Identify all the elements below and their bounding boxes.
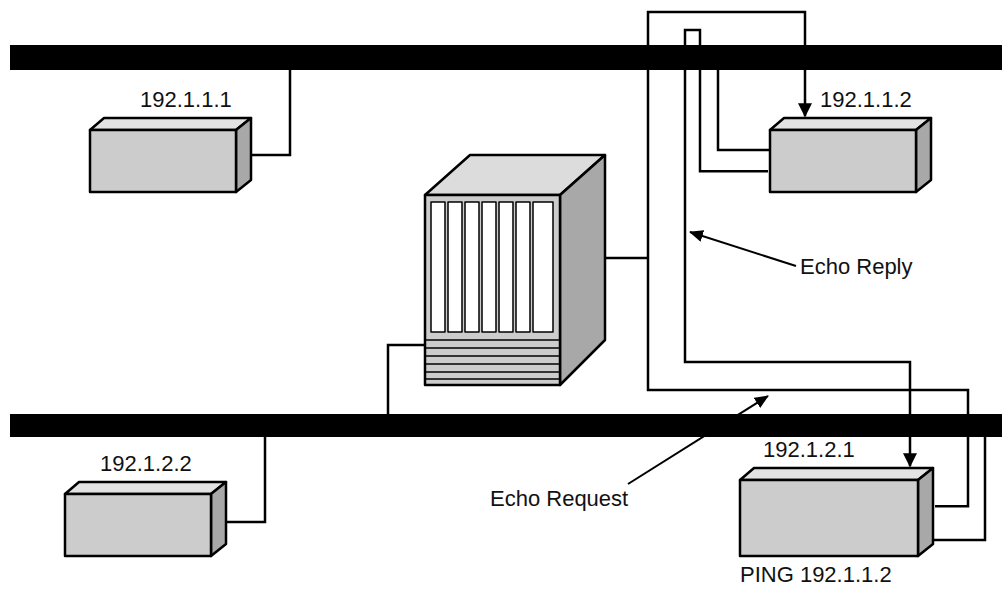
ip-address: 192.1.1.2 [820, 87, 912, 112]
host-box [738, 466, 935, 558]
host-wire [926, 437, 985, 540]
router-symbol [425, 155, 605, 385]
host-wire [718, 70, 770, 150]
host-computer-outline [88, 116, 253, 194]
packet-path [648, 12, 968, 506]
router-wire [388, 345, 425, 414]
host-computer: 192.1.1.1 [88, 87, 253, 194]
network-bus [10, 45, 1002, 70]
host-computer-outline [768, 116, 933, 194]
callout-label: Echo Request [490, 486, 628, 511]
network-bus [10, 414, 1002, 437]
host-computer: 192.1.1.2 [768, 87, 933, 194]
host-computer-outline [738, 466, 935, 558]
command-text: PING 192.1.1.2 [740, 562, 892, 587]
host-computer: 192.1.2.2 [63, 451, 228, 558]
host-box [88, 116, 253, 194]
host-box [768, 116, 933, 194]
host-computer: 192.1.2.1PING 192.1.1.2 [738, 437, 935, 588]
ip-address: 192.1.2.1 [763, 437, 855, 462]
host-computer-outline [63, 480, 228, 558]
leader-arrow [628, 396, 768, 484]
leader-arrow [690, 232, 796, 266]
host-box [63, 480, 228, 558]
ip-address: 192.1.1.1 [140, 87, 232, 112]
ip-address: 192.1.2.2 [100, 451, 192, 476]
callout-label: Echo Reply [800, 254, 913, 279]
